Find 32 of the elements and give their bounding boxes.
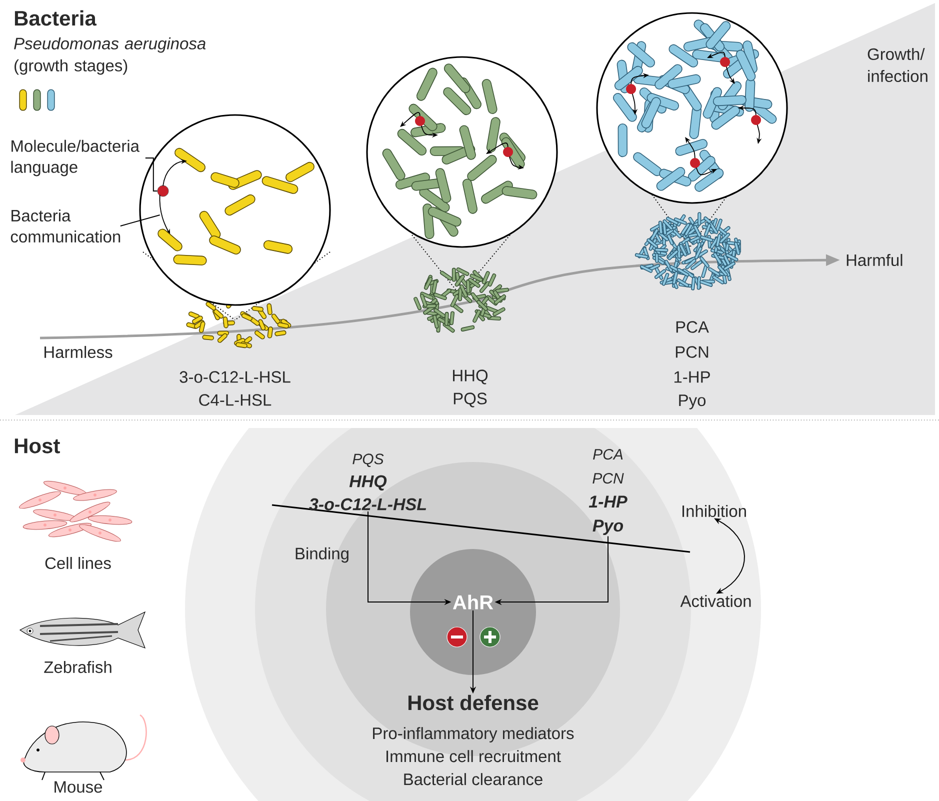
species-label: Pseudomonas aeruginosa (growth stages) [14,37,206,75]
molecule-label: C4-L-HSL [199,394,272,406]
magnified-view-circle [366,56,558,248]
section-heading: Bacteria [14,10,97,26]
host-defense-text: Host defense Pro-inflammatory mediators Immune cell recruitment Bacterial clearance [373,694,574,786]
organism-label: Cell lines [45,556,111,570]
molecule-label: Pyo [679,394,706,410]
organism-label: Zebrafish [44,660,112,674]
stage-label: Harmful [846,254,902,266]
leader-text: Bacteria communication [10,209,120,243]
molecule-list: PQS HHQ 3-o-C12-L-HSL [309,454,426,510]
leader-line [144,158,158,192]
signal-molecule-dot [157,185,169,197]
molecule-label: PCA [676,321,709,333]
molecule-label: HHQ [453,370,488,384]
receptor-label: AhR [452,594,494,610]
state-label: Activation [680,594,751,608]
leader-text: Molecule/bacteria language [11,140,140,176]
edge-label: Binding [296,547,348,563]
axis-label: Growth/ infection [868,48,928,82]
molecule-label: PQS [454,392,487,408]
organism-label: Mouse [54,781,102,793]
section-heading: Host [14,438,60,454]
molecule-label: PCN [676,346,708,358]
magnified-view-circle [596,12,788,204]
state-label: Inhibition [682,504,746,518]
molecule-label: 1-HP [674,371,710,383]
molecule-label: 3-o-C12-L-HSL [180,371,290,383]
leader-line [120,214,160,226]
molecule-list: PCA PCN 1-HP Pyo [588,449,628,535]
stage-label: Harmless [44,346,112,358]
magnified-view-circle [139,114,331,306]
